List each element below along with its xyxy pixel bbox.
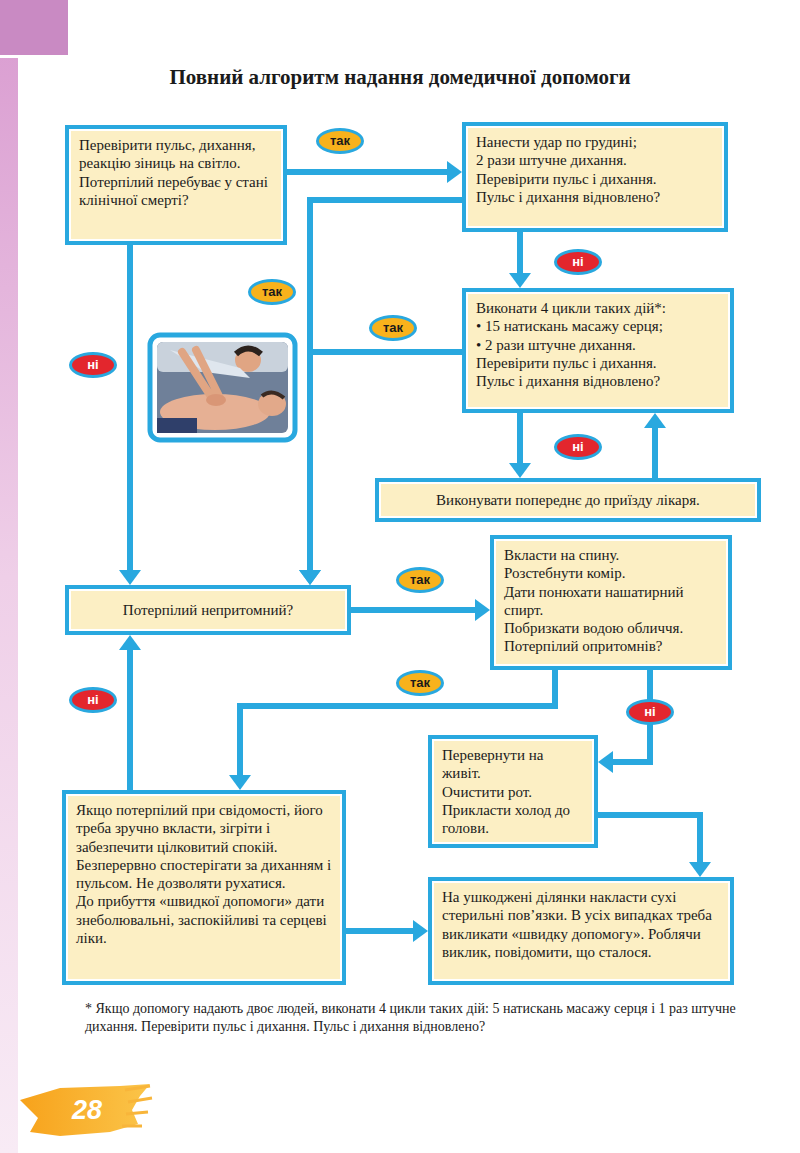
connector xyxy=(119,245,141,585)
edge-label: ні xyxy=(69,352,117,378)
corner-line xyxy=(0,55,68,58)
corner-block xyxy=(0,0,68,55)
arrow-head xyxy=(299,570,321,585)
page-number: 28 xyxy=(62,1094,112,1126)
edge-label: ні xyxy=(69,687,117,713)
node-text: Виконати 4 цикли таких дій*: xyxy=(476,299,720,317)
connector xyxy=(509,232,531,288)
decision-box: Потерпілий непритомний? xyxy=(65,585,351,635)
edge-label: так xyxy=(396,670,444,696)
arrow-head xyxy=(119,635,141,650)
edge-label: так xyxy=(248,279,296,305)
connector-line xyxy=(310,352,462,572)
connector-line xyxy=(598,815,700,864)
arrow-head xyxy=(509,273,531,288)
rescuer-arms xyxy=(182,350,220,398)
diagram-title: Повний алгоритм надання домедичної допом… xyxy=(60,64,740,90)
edge-label: ні xyxy=(554,249,602,275)
node-text: Розстебнути комір. xyxy=(504,564,718,582)
photo-frame xyxy=(150,335,295,440)
node-text: Перевірити пульс і дихання. xyxy=(476,354,720,372)
node-text: Нанести удар по грудині; xyxy=(476,133,714,151)
arrow-head xyxy=(229,775,251,790)
connector xyxy=(299,200,462,585)
node-text: До прибуття «швидкої допомоги» дати знеб… xyxy=(76,892,332,947)
connector-line xyxy=(351,607,477,613)
decision-box: Вкласти на спину.Розстебнути комір.Дати … xyxy=(490,535,732,670)
patient-legs xyxy=(157,418,197,433)
decision-box: Перевірити пульс, дихання, реакцію зіниц… xyxy=(65,125,287,245)
node-text: Пульс і дихання відновлено? xyxy=(476,188,714,206)
connector-line xyxy=(517,413,523,465)
node-text: Перевірити пульс, дихання, реакцію зіниц… xyxy=(79,136,273,173)
node-text: Очистити рот. xyxy=(442,783,584,801)
node-text: Потерпілий опритомнів? xyxy=(504,637,718,655)
node-text: 2 рази штучне дихання. xyxy=(476,151,714,169)
node-text: Перевернути на живіт. xyxy=(442,746,584,783)
photo-ground xyxy=(157,342,288,433)
connector xyxy=(509,413,531,478)
patient-hair xyxy=(262,392,284,398)
connector xyxy=(299,352,462,585)
process-box: На ушкоджені ділянки накласти сухі стери… xyxy=(428,877,734,985)
edge-label: так xyxy=(316,128,364,154)
arrow-head xyxy=(689,862,711,877)
connector xyxy=(351,599,490,621)
node-text: • 15 натискань масажу серця; xyxy=(476,317,720,335)
connector-line xyxy=(517,232,523,275)
node-text: Пульс і дихання відновлено? xyxy=(476,372,720,390)
process-box: Перевернути на живіт.Очистити рот.Прикла… xyxy=(428,735,598,848)
node-text: Прикласти холод до голови. xyxy=(442,801,584,838)
brush-streaks xyxy=(122,1086,152,1126)
patient-head xyxy=(258,392,286,416)
arrow-head xyxy=(509,463,531,478)
process-box: Якщо потерпілий при свідомості, його тре… xyxy=(62,790,346,985)
connector-line xyxy=(127,648,133,790)
arrow-head xyxy=(475,599,490,621)
connector xyxy=(119,635,141,790)
node-text: Потерпілий непритомний? xyxy=(79,601,337,619)
arrow-head xyxy=(413,920,428,942)
node-text: Якщо потерпілий при свідомості, його тре… xyxy=(76,801,332,892)
side-stripe xyxy=(0,0,18,1153)
arrow-head xyxy=(119,570,141,585)
connector-line xyxy=(346,928,415,934)
decision-box: Нанести удар по грудині;2 рази штучне ди… xyxy=(462,122,728,232)
connector xyxy=(644,413,666,478)
arrow-head xyxy=(447,161,462,183)
rescuer-hair xyxy=(236,349,261,355)
node-text: Потерпілий перебуває у стані клінічної с… xyxy=(79,173,273,210)
rescuer-hands xyxy=(206,394,226,406)
edge-label: ні xyxy=(626,699,674,725)
arrow-head xyxy=(299,570,321,585)
edge-label: так xyxy=(396,567,444,593)
edge-label: ні xyxy=(554,434,602,460)
node-text: Дати понюхати нашатирний спирт. xyxy=(504,583,718,620)
arrow-head xyxy=(644,413,666,428)
edge-label: так xyxy=(369,315,417,341)
page-number-brush xyxy=(20,1084,150,1136)
node-text: Виконувати попереднє до приїзду лікаря. xyxy=(389,491,747,509)
node-text: На ушкоджені ділянки накласти сухі стери… xyxy=(442,888,720,961)
connector xyxy=(346,920,428,942)
connector-line xyxy=(652,426,658,478)
connector xyxy=(287,161,462,183)
process-box: Виконувати попереднє до приїзду лікаря. xyxy=(375,478,761,522)
arrow-head xyxy=(598,751,613,773)
connector-line xyxy=(287,169,449,175)
node-text: Перевірити пульс і дихання. xyxy=(476,170,714,188)
node-text: • 2 рази штучне дихання. xyxy=(476,336,720,354)
connector-line xyxy=(127,245,133,572)
connector xyxy=(598,815,711,877)
footnote: * Якщо допомогу надають двоє людей, вико… xyxy=(85,1000,737,1035)
node-text: Вкласти на спину. xyxy=(504,546,718,564)
node-text: Побризкати водою обличчя. xyxy=(504,619,718,637)
decision-box: Виконати 4 цикли таких дій*:• 15 натиска… xyxy=(462,288,734,413)
